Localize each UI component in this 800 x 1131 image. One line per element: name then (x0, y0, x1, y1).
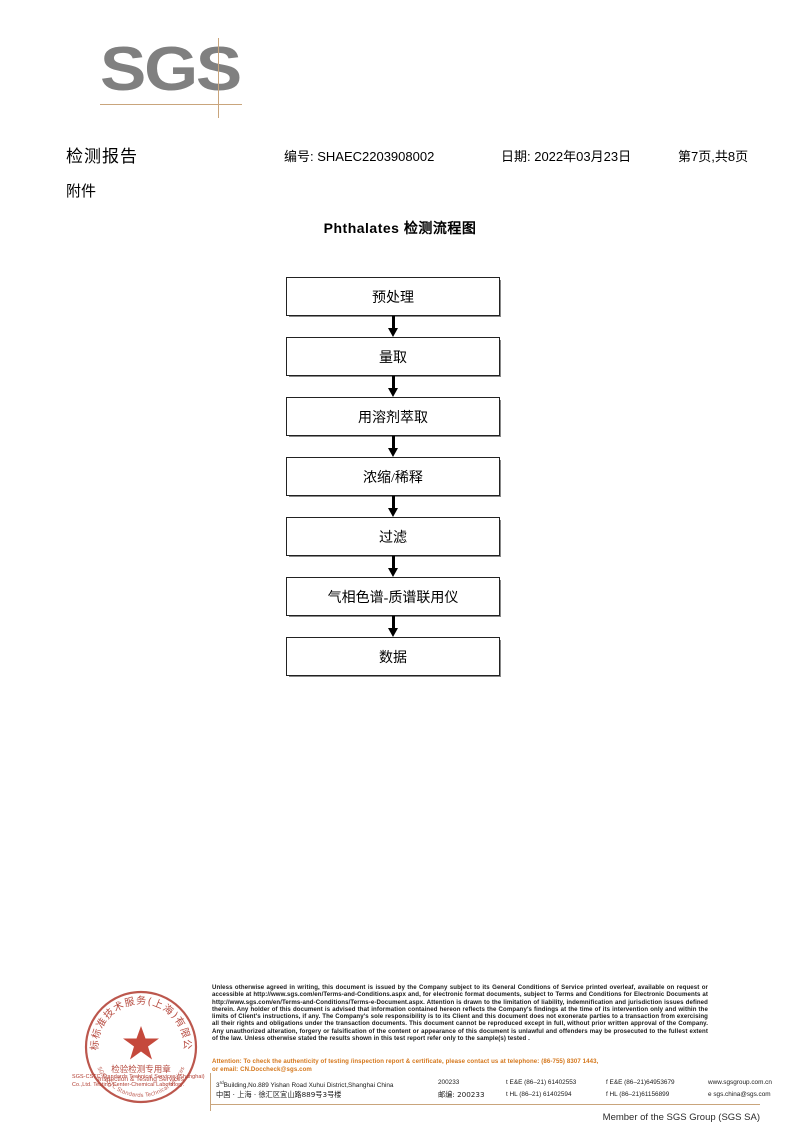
address-cn: 中国 · 上海 · 徐汇区宜山路889号3号楼 (216, 1090, 342, 1099)
email-link[interactable]: e sgs.china@sgs.com (708, 1091, 771, 1098)
svg-text:Inspection & Testing Services: Inspection & Testing Services (98, 1076, 185, 1083)
flow-node: 用溶剂萃取 (286, 397, 500, 436)
fax-ee: f E&E (86–21)64953679 (606, 1079, 675, 1086)
footer-address-block: 3rdBuilding,No.889 Yishan Road Xuhui Dis… (216, 1077, 772, 1101)
address-row-cn: 中国 · 上海 · 徐汇区宜山路889号3号楼 邮编: 200233 t HL … (216, 1089, 771, 1101)
flow-arrow-down-icon (286, 616, 500, 637)
member-of-group-line: Member of the SGS Group (SGS SA) (602, 1112, 760, 1123)
page-number: 第7页,共8页 (678, 149, 749, 164)
flow-node: 浓缩/稀释 (286, 457, 500, 496)
address-en: 3rdBuilding,No.889 Yishan Road Xuhui Dis… (216, 1080, 394, 1090)
attention-line-1: Attention: To check the authenticity of … (212, 1058, 599, 1065)
address-row-en: 3rdBuilding,No.889 Yishan Road Xuhui Dis… (216, 1077, 772, 1090)
legal-disclaimer: Unless otherwise agreed in writing, this… (212, 984, 708, 1043)
attention-notice: Attention: To check the authenticity of … (212, 1058, 708, 1073)
tel-hl: t HL (86–21) 61402594 (506, 1091, 572, 1098)
flow-arrow-down-icon (286, 316, 500, 337)
stamp-caption: SGS-CSTC Standards Technical Services (S… (72, 1073, 222, 1089)
flow-arrow-down-icon (286, 436, 500, 457)
flow-node: 数据 (286, 637, 500, 676)
flow-node: 过滤 (286, 517, 500, 556)
document-header: 检测报告 编号: SHAEC2203908002 日期: 2022年03月23日… (66, 142, 766, 168)
attachment-label: 附件 (66, 183, 97, 200)
stamp-caption-line1: SGS-CSTC Standards Technical Services (S… (72, 1074, 205, 1088)
footer-divider (210, 1073, 211, 1111)
svg-text:检验检测专用章: 检验检测专用章 (111, 1064, 171, 1075)
tel-ee: t E&E (86–21) 61402553 (506, 1079, 577, 1086)
company-seal-stamp: 通标标准技术服务(上海)有限公司 SGS-CSTC Standards Tech… (82, 988, 200, 1106)
zip-cn: 邮编: 200233 (438, 1090, 485, 1099)
flowchart-title: Phthalates 检测流程图 (323, 220, 477, 236)
fax-hl: f HL (86–21)61156899 (606, 1091, 670, 1098)
logo-horizontal-rule (100, 104, 242, 105)
report-number: 编号: SHAEC2203908002 (284, 149, 435, 164)
flow-node: 气相色谱-质谱联用仪 (286, 577, 500, 616)
sgs-logo: SGS (100, 36, 300, 121)
flow-arrow-down-icon (286, 376, 500, 397)
website-link[interactable]: www.sgsgroup.com.cn (708, 1079, 772, 1086)
footer-rule (210, 1104, 760, 1105)
stamp-caption-line2: Testing Center-Chemical Laboratory. (93, 1082, 185, 1088)
flow-node: 预处理 (286, 277, 500, 316)
zip-en: 200233 (438, 1079, 460, 1086)
flowchart: 预处理 量取 用溶剂萃取 浓缩/稀释 过滤 气相色谱-质谱联用仪 数据 (286, 277, 502, 676)
report-date: 日期: 2022年03月23日 (501, 149, 632, 164)
flow-arrow-down-icon (286, 556, 500, 577)
logo-vertical-rule (218, 38, 219, 118)
page-title: 检测报告 (66, 147, 138, 166)
flow-node: 量取 (286, 337, 500, 376)
attention-line-2: or email: CN.Doccheck@sgs.com (212, 1065, 312, 1073)
flow-arrow-down-icon (286, 496, 500, 517)
